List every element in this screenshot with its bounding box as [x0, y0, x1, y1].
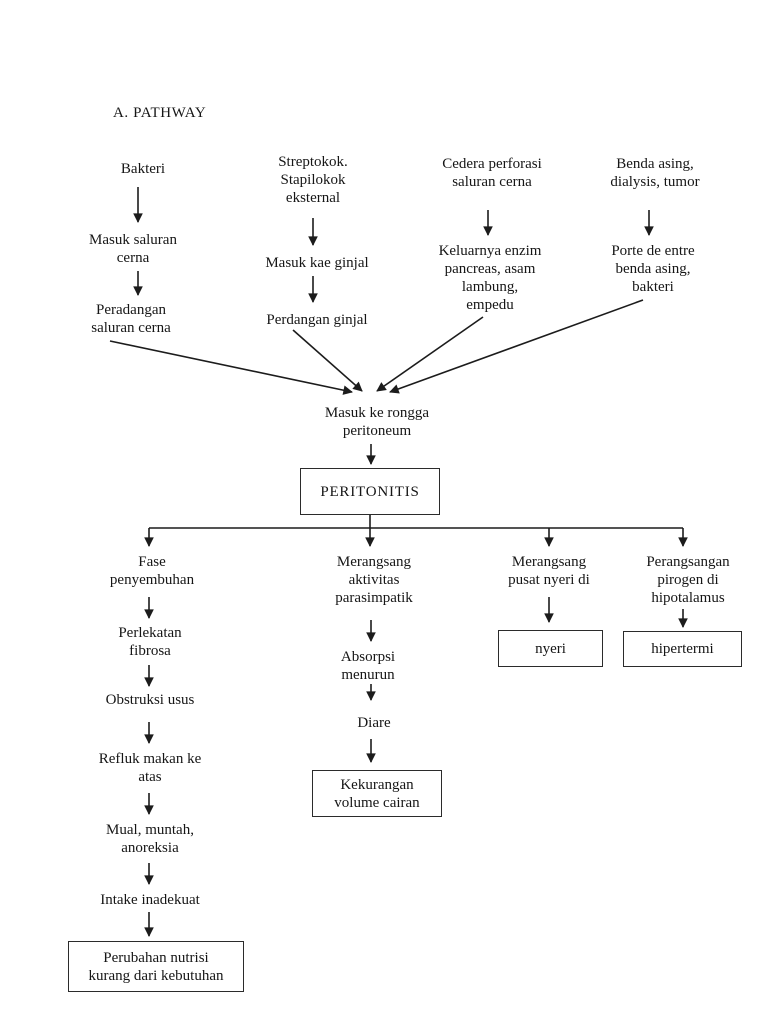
node-perlekatan-fibrosa: Perlekatan fibrosa	[118, 625, 182, 659]
node-merangsang-aktivitas-parasimpatik: Merangsang aktivitas parasimpatik	[335, 554, 413, 606]
node-porte-de-entre: Porte de entre benda asing, bakteri	[611, 243, 695, 295]
node-peritonitis: PERITONITIS	[300, 468, 440, 515]
node-keluarnya-enzim: Keluarnya enzim pancreas, asam lambung, …	[438, 243, 542, 313]
page-title: A. PATHWAY	[113, 105, 207, 121]
node-fase-penyembuhan: Fase penyembuhan	[109, 554, 195, 588]
node-intake-inadekuat: Intake inadekuat	[100, 892, 200, 908]
node-masuk-kae-ginjal: Masuk kae ginjal	[265, 255, 369, 271]
node-masuk-saluran-cerna: Masuk saluran cerna	[89, 232, 177, 266]
convergence-arrows	[109, 299, 644, 465]
branch-3-4-arrows	[544, 597, 688, 628]
node-kekurangan-volume-cairan: Kekurangan volume cairan	[312, 770, 442, 817]
branch-junction	[144, 515, 688, 547]
arrow-peradangan-to-rongga	[109, 340, 353, 395]
node-peradangan-saluran-cerna: Peradangan saluran cerna	[91, 302, 171, 336]
arrow-perdangan-to-rongga	[292, 329, 363, 392]
node-perangsangan-pirogen: Perangsangan pirogen di hipotalamus	[646, 554, 730, 606]
node-perubahan-nutrisi: Perubahan nutrisi kurang dari kebutuhan	[68, 941, 244, 992]
node-perdangan-ginjal: Perdangan ginjal	[266, 312, 368, 328]
node-bakteri: Bakteri	[120, 161, 166, 177]
node-obstruksi-usus: Obstruksi usus	[105, 692, 195, 708]
node-hipertermi: hipertermi	[623, 631, 742, 667]
node-absorpsi-menurun: Absorpsi menurun	[340, 649, 396, 683]
node-merangsang-pusat-nyeri: Merangsang pusat nyeri di	[508, 554, 590, 588]
node-streptokok-stapilokok-eksternal: Streptokok. Stapilokok eksternal	[278, 154, 348, 206]
node-refluk-makan-ke-atas: Refluk makan ke atas	[98, 751, 202, 785]
arrow-porte-to-rongga	[389, 299, 644, 394]
node-masuk-ke-rongga-peritoneum: Masuk ke rongga peritoneum	[324, 405, 430, 439]
node-nyeri: nyeri	[498, 630, 603, 667]
node-cedera-perforasi: Cedera perforasi saluran cerna	[442, 156, 542, 190]
node-benda-asing: Benda asing, dialysis, tumor	[610, 156, 700, 190]
arrow-enzim-to-rongga	[376, 316, 484, 392]
node-mual-muntah-anoreksia: Mual, muntah, anoreksia	[106, 822, 194, 856]
cause-column-arrows	[133, 187, 654, 303]
node-diare: Diare	[357, 715, 391, 731]
